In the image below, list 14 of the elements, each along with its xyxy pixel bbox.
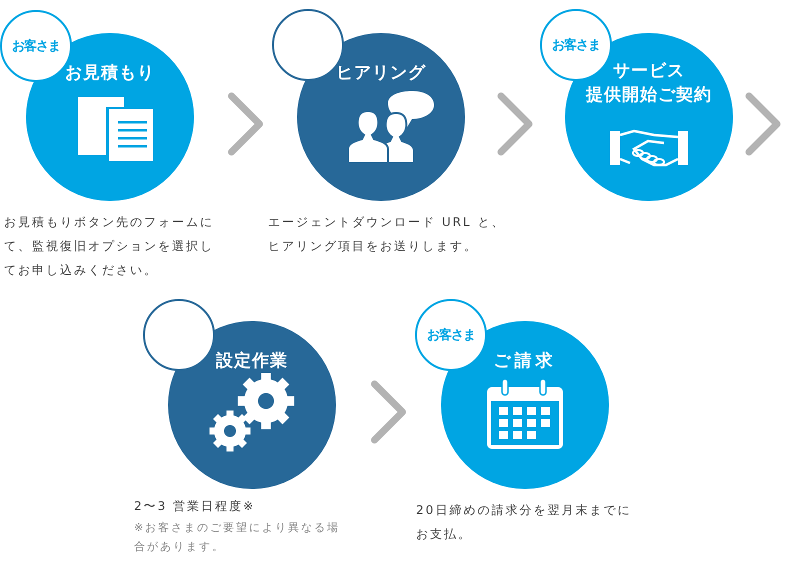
step-description: エージェントダウンロード URL と、ヒアリング項目をお送りします。 [268,214,506,255]
step-title: ご請求 [494,350,556,373]
badge-label: お客さま [552,36,600,54]
step-description: 20日締めの請求分を翌月末までにお支払。 [416,502,632,543]
footnote: ※お客さまのご要望により異なる場合があります。 [134,520,342,555]
step-title: ヒアリング [336,62,426,85]
step-title: お見積もり [65,62,155,85]
step-description: 2〜3 営業日程度※ [134,498,256,515]
step-title: 設定作業 [216,350,288,373]
step-description: お見積もりボタン先のフォームにて、監視復旧オプションを選択してお申し込みください。 [4,214,215,279]
badge-label: お客さま [427,326,475,344]
step-title: サービス [613,60,685,83]
step-title: 提供開始ご契約 [586,84,712,107]
badge-label: お客さま [12,38,60,55]
